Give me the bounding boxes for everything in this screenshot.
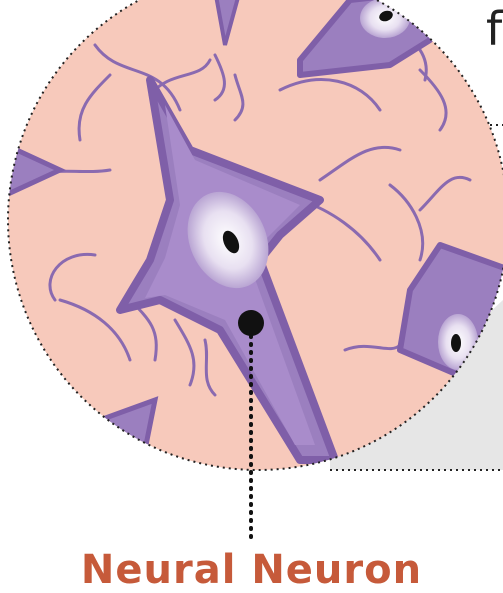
- neuron-illustration: [0, 0, 503, 569]
- header-title-fragment: f: [486, 6, 502, 52]
- pointer-dot-icon: [238, 310, 264, 336]
- neuron-label: Neural Neuron: [0, 550, 503, 590]
